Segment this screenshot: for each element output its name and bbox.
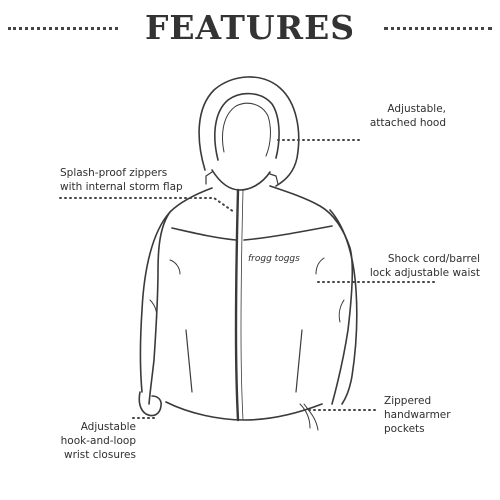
leader-zippers (59, 197, 235, 213)
callout-hood: Adjustable, attached hood (369, 103, 446, 129)
title-dotted-rule-left (8, 27, 118, 30)
collar (211, 169, 271, 191)
left-sleeve (139, 211, 171, 393)
title-dotted-rule-right (384, 27, 492, 30)
brand-logo: frogg toggs (248, 254, 300, 264)
waist-cord (299, 403, 319, 431)
hood-cord-right (269, 173, 279, 185)
callout-pockets: Zippered handwarmer pockets (384, 395, 451, 435)
hood-opening (214, 92, 280, 161)
title-area: FEATURES (0, 8, 500, 48)
hood-cord-left (205, 171, 213, 185)
hood-mesh (222, 102, 271, 157)
page-title: FEATURES (144, 8, 356, 47)
left-pocket-zip (185, 329, 193, 393)
hem (165, 401, 323, 421)
callout-wrist: Adjustable hook-and-loop wrist closures (60, 421, 136, 461)
center-zipper (234, 188, 240, 422)
hood-outline (198, 76, 300, 187)
right-side-outline (269, 185, 353, 405)
right-sleeve (329, 209, 358, 405)
callout-waist: Shock cord/barrel lock adjustable waist (369, 253, 480, 279)
left-side-outline (148, 187, 213, 405)
left-cuff (138, 391, 162, 417)
yoke-seam (171, 225, 333, 241)
right-pocket-zip (295, 329, 303, 393)
callout-zippers: Splash-proof zippers with internal storm… (60, 167, 183, 193)
